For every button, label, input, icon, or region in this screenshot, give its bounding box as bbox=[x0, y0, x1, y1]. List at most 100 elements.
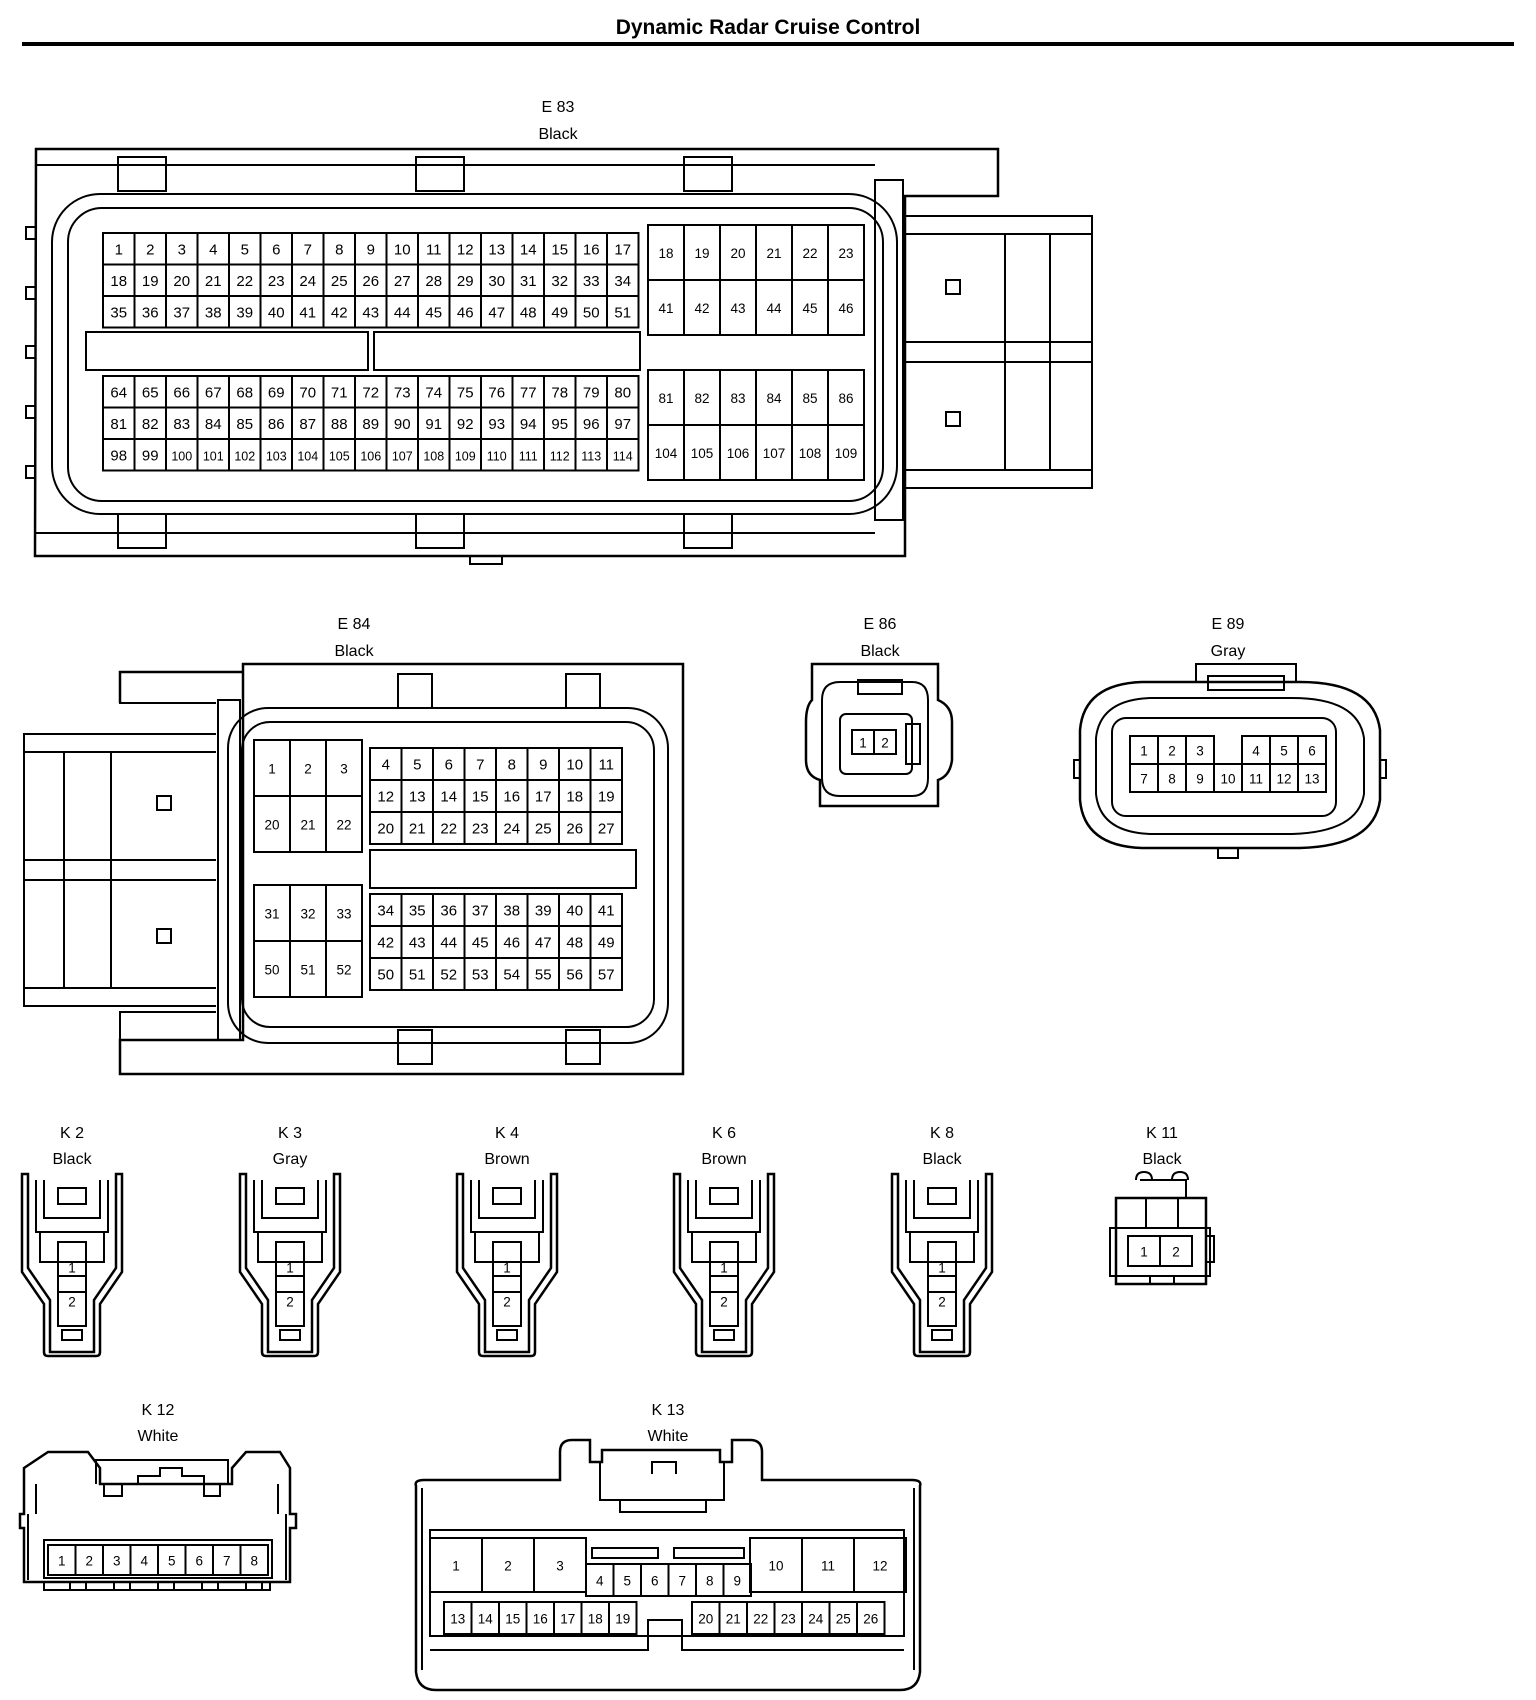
e84-pin-number: 48 bbox=[566, 935, 583, 952]
e83-pin-number: 101 bbox=[203, 449, 224, 463]
k13-pin-number: 4 bbox=[596, 1574, 604, 1589]
k8-pin-cavity bbox=[927, 1241, 957, 1293]
k6-latch bbox=[687, 1180, 761, 1233]
e83-pin-number: 70 bbox=[299, 384, 316, 401]
e83-pin-number: 48 bbox=[520, 304, 537, 321]
e84-pin-number: 51 bbox=[300, 963, 315, 978]
e83-pin-number: 78 bbox=[551, 384, 568, 401]
k6-outer-housing bbox=[672, 1172, 776, 1358]
e83-pin-number: 93 bbox=[488, 416, 505, 433]
e83-pin-number: 4 bbox=[209, 241, 217, 258]
e84-pin-number: 5 bbox=[413, 757, 421, 774]
e83-pin-number: 32 bbox=[551, 273, 568, 290]
e83-pin-number: 82 bbox=[142, 416, 159, 433]
e84-pin-number: 7 bbox=[476, 757, 484, 774]
e84-release-lever bbox=[23, 733, 216, 1007]
e86-pin-number: 2 bbox=[881, 736, 889, 751]
e84-pin-cavity bbox=[325, 940, 363, 998]
k4-color: Brown bbox=[484, 1151, 529, 1168]
e83-pin-number: 86 bbox=[268, 416, 285, 433]
k2-outer-housing bbox=[20, 1172, 124, 1358]
k12-pin-number: 4 bbox=[140, 1554, 148, 1569]
e84-pin-number: 26 bbox=[566, 821, 583, 838]
e83-pin-number: 110 bbox=[487, 449, 507, 463]
e83-pin-number: 103 bbox=[266, 449, 287, 463]
e83-pin-number: 66 bbox=[173, 384, 190, 401]
e84-lock-tab bbox=[565, 1029, 601, 1065]
e84-pin-number: 50 bbox=[377, 967, 394, 984]
e83-side-ribs bbox=[25, 226, 36, 479]
e84-pin-number: 35 bbox=[409, 903, 426, 920]
e84-pin-number: 16 bbox=[503, 789, 520, 806]
k13-pin-cavity bbox=[856, 1601, 886, 1635]
e84-pin-number: 25 bbox=[535, 821, 552, 838]
e89-code: E 89 bbox=[1212, 616, 1245, 633]
k6-pin-cavity bbox=[709, 1241, 739, 1293]
e84-pin-number: 32 bbox=[300, 907, 315, 922]
e84-pin-number: 51 bbox=[409, 967, 426, 984]
e83-pin-number: 3 bbox=[178, 241, 186, 258]
e83-pin-cavity bbox=[606, 438, 640, 472]
k3-lock bbox=[275, 1187, 305, 1205]
e83-bottom-notch bbox=[469, 556, 503, 565]
e83-pin-number: 81 bbox=[658, 391, 673, 406]
e83-pin-number: 27 bbox=[394, 273, 411, 290]
k12-bottom-tab bbox=[69, 1581, 87, 1591]
e84-pin-number: 18 bbox=[566, 789, 583, 806]
e83-pin-number: 42 bbox=[694, 301, 709, 316]
e83-pin-number: 91 bbox=[425, 416, 442, 433]
e83-pin-number: 84 bbox=[205, 416, 222, 433]
e83-pin-number: 23 bbox=[838, 246, 853, 261]
k13-slot bbox=[591, 1547, 659, 1559]
k2-pin-number: 2 bbox=[68, 1295, 76, 1310]
e84-pin-number: 53 bbox=[472, 967, 489, 984]
e83-pin-number: 89 bbox=[362, 416, 379, 433]
e84-pin-number: 44 bbox=[440, 935, 457, 952]
e83-color: Black bbox=[538, 126, 578, 143]
k12-bottom-tab bbox=[201, 1581, 219, 1591]
k11-ribs bbox=[1145, 1198, 1179, 1228]
e83-pin-number: 35 bbox=[110, 304, 127, 321]
e84-pin-cavity bbox=[589, 957, 623, 991]
e83-pin-number: 26 bbox=[362, 273, 379, 290]
e83-pin-number: 95 bbox=[551, 416, 568, 433]
k13-pin-number: 17 bbox=[560, 1612, 575, 1627]
e83-pin-number: 84 bbox=[766, 391, 782, 406]
k12-pin-cavity bbox=[239, 1544, 269, 1576]
e83-pin-number: 107 bbox=[392, 449, 413, 463]
e89-pin-number: 6 bbox=[1308, 744, 1316, 759]
k3-key bbox=[279, 1329, 301, 1341]
e84-hood-inner bbox=[241, 721, 655, 1028]
e84-pin-number: 36 bbox=[440, 903, 457, 920]
e83-pin-cavity bbox=[827, 424, 865, 481]
k13-pin-number: 10 bbox=[768, 1559, 783, 1574]
e83-pin-number: 68 bbox=[236, 384, 253, 401]
k12-pin-number: 7 bbox=[223, 1554, 231, 1569]
e84-latch-bar bbox=[217, 699, 241, 1041]
e83-pin-number: 36 bbox=[142, 304, 159, 321]
e84-pin-number: 52 bbox=[440, 967, 457, 984]
e83-pin-number: 64 bbox=[110, 384, 127, 401]
e83-pin-number: 34 bbox=[614, 273, 631, 290]
e83-pin-number: 9 bbox=[367, 241, 375, 258]
k13-color: White bbox=[648, 1428, 689, 1445]
e83-pin-number: 23 bbox=[268, 273, 285, 290]
e84-pin-number: 57 bbox=[598, 967, 615, 984]
e83-pin-number: 100 bbox=[171, 449, 192, 463]
e83-pin-number: 72 bbox=[362, 384, 379, 401]
k3-latch bbox=[253, 1180, 327, 1233]
e83-pin-number: 97 bbox=[614, 416, 631, 433]
e83-pin-number: 92 bbox=[457, 416, 474, 433]
e89-pin-well bbox=[1111, 717, 1337, 817]
e84-pin-number: 47 bbox=[535, 935, 552, 952]
k8-pin-number: 1 bbox=[938, 1261, 946, 1276]
k11-color: Black bbox=[1142, 1151, 1182, 1168]
k4-pin-cavity bbox=[492, 1241, 522, 1293]
